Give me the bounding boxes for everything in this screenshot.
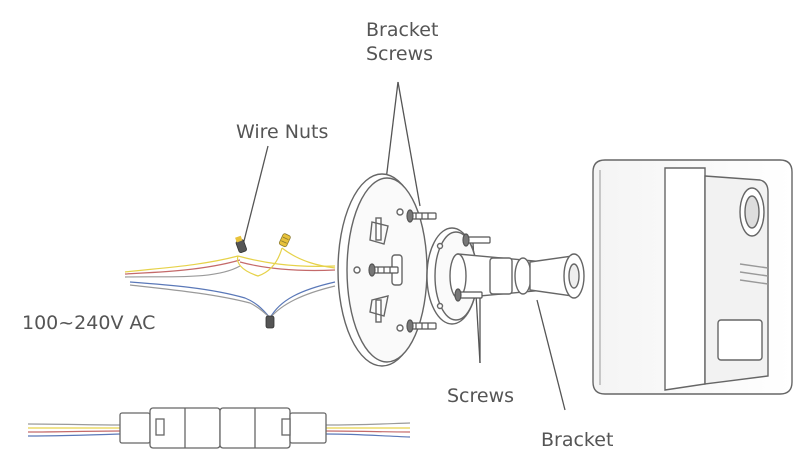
- label-bracket-screws-line2: Screws: [366, 42, 433, 66]
- leader-wire-nut: [243, 146, 268, 245]
- leader-bracket: [537, 300, 565, 410]
- ac-wiring: [125, 248, 335, 318]
- label-bracket: Bracket: [541, 428, 613, 452]
- label-screws: Screws: [447, 384, 514, 408]
- inline-connector: [120, 408, 326, 448]
- light-fixture: [593, 160, 792, 394]
- swivel-bracket: [427, 228, 584, 324]
- label-wire-nuts: Wire Nuts: [236, 120, 328, 144]
- label-bracket-screws-line1: Bracket: [366, 18, 438, 42]
- label-voltage: 100~240V AC: [22, 311, 155, 335]
- wire-nut-icons: [234, 233, 291, 328]
